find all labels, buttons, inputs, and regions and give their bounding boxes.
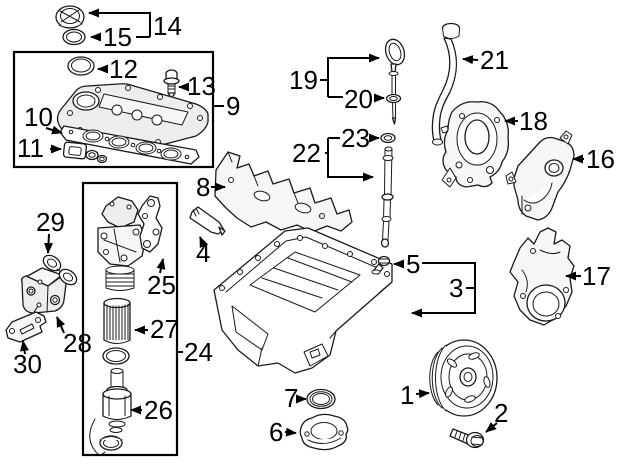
callout-29-label: 29 [36, 207, 65, 237]
callout-19-label: 19 [289, 65, 318, 95]
callout-5-label: 5 [406, 249, 420, 279]
valve-cover-gasket-drawing [59, 125, 200, 165]
callout-25: 25 [147, 258, 176, 300]
oil-filter-housing-drawing [97, 196, 147, 291]
callout-30: 30 [13, 340, 42, 379]
callout-18: 18 [504, 106, 548, 136]
callout-4: 4 [196, 236, 210, 268]
callout-16: 16 [572, 144, 615, 174]
callout-12: 12 [97, 54, 138, 84]
callout-23: 23 [341, 123, 380, 153]
callout-2-label: 2 [494, 398, 508, 428]
bolt-13-drawing [163, 69, 180, 99]
valve-cover-group-box [12, 50, 215, 169]
callout-17-label: 17 [582, 261, 611, 291]
seal-retainer-drawing [299, 413, 349, 451]
callout-17: 17 [565, 261, 611, 291]
callout-9-label: 9 [226, 91, 240, 121]
callout-7: 7 [284, 383, 307, 413]
crank-seal-drawing [306, 388, 336, 410]
callout-2: 2 [485, 398, 508, 433]
oil-filter-group-box [81, 181, 179, 457]
timing-backing-plate-drawing [441, 101, 510, 188]
lower-timing-cover-drawing [509, 227, 575, 326]
callout-11-label: 11 [17, 133, 44, 163]
callout-26-label: 26 [144, 395, 173, 425]
callout-20: 20 [344, 84, 385, 114]
callout-7-label: 7 [284, 383, 298, 413]
cooler-gasket-drawing [42, 254, 78, 286]
callout-1: 1 [400, 380, 430, 410]
callout-18-label: 18 [519, 106, 548, 136]
callout-5: 5 [393, 249, 420, 279]
dipstick-tube-drawing [380, 146, 394, 248]
callout-21: 21 [462, 45, 509, 75]
drain-plug-drawing [371, 255, 391, 275]
callout-9: 9 [213, 91, 240, 121]
callout-28: 28 [56, 316, 92, 358]
callout-11: 11 [17, 133, 62, 163]
cap-oring-drawing [89, 418, 123, 455]
filter-cap-drawing [102, 368, 132, 433]
callout-10-label: 10 [24, 102, 53, 132]
callout-3-label: 3 [449, 273, 463, 303]
callout-27: 27 [134, 314, 179, 344]
callout-16-label: 16 [586, 144, 615, 174]
oil-filler-tube-drawing [431, 22, 461, 146]
callout-14-label: 14 [153, 11, 182, 41]
callout-26: 26 [130, 395, 173, 425]
baffle-plate-drawing [214, 151, 353, 233]
callout-27-label: 27 [150, 314, 179, 344]
gasket-set-drawing [62, 141, 108, 164]
oil-pan-drawing [213, 227, 393, 374]
filter-element-drawing [103, 297, 131, 344]
oil-filler-cap-drawing [55, 5, 85, 29]
callout-20-label: 20 [344, 84, 373, 114]
dipstick-drawing [384, 38, 406, 96]
callout-10: 10 [24, 102, 63, 135]
callout-8: 8 [196, 172, 226, 202]
callout-25-label: 25 [147, 270, 176, 300]
callout-29: 29 [36, 207, 65, 254]
callout-28-label: 28 [63, 328, 92, 358]
callout-13: 13 [178, 71, 216, 101]
callout-22: 22 [292, 137, 373, 177]
callout-6-label: 6 [269, 417, 283, 447]
callout-24: 24 [177, 337, 213, 367]
callout-22-label: 22 [292, 138, 321, 168]
callout-13-label: 13 [187, 71, 216, 101]
callout-30-label: 30 [13, 349, 42, 379]
callout-4-label: 4 [196, 238, 210, 268]
oil-cooler-drawing [20, 267, 67, 314]
sealant-tube-drawing [189, 206, 226, 236]
callout-14: 14 [88, 8, 182, 41]
crankshaft-pulley-drawing [429, 339, 498, 417]
callout-23-label: 23 [341, 123, 370, 153]
callout-15: 15 [90, 22, 150, 52]
upper-timing-cover-drawing [505, 130, 575, 221]
callout-8-label: 8 [196, 172, 210, 202]
callout-15-label: 15 [103, 22, 132, 52]
cooler-bracket-drawing [5, 302, 47, 343]
callout-1-label: 1 [400, 380, 414, 410]
callout-3: 3 [411, 262, 476, 318]
filler-cap-seal-drawing [62, 28, 86, 46]
filter-oring-drawing [102, 347, 130, 365]
pulley-bolt-drawing [449, 428, 485, 449]
callout-6: 6 [269, 417, 297, 447]
callout-24-label: 24 [184, 337, 213, 367]
callout-21-label: 21 [480, 45, 509, 75]
callout-19: 19 [289, 58, 379, 98]
filter-housing-gasket-drawing [137, 195, 163, 253]
dipstick-oring-drawing [385, 93, 402, 125]
cap-drawing [67, 56, 95, 76]
tube-oring-drawing [380, 132, 396, 144]
callout-12-label: 12 [109, 54, 138, 84]
